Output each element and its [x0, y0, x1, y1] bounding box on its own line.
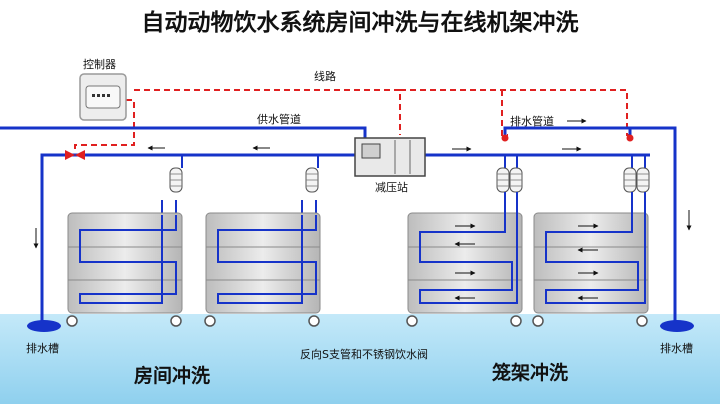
drain-pipe-label: 排水管道: [510, 114, 554, 128]
rack-flush-label: 笼架冲洗: [491, 361, 568, 384]
room-rack-1: [66, 212, 183, 327]
coil-hose-lines: [170, 173, 649, 187]
rack-drain-valve-2: [626, 134, 634, 142]
room-flush-label: 房间冲洗: [134, 364, 210, 387]
controller-label: 控制器: [83, 57, 116, 71]
page-title: 自动动物饮水系统房间冲洗与在线机架冲洗: [142, 9, 579, 36]
drain-trough-right-label: 排水槽: [660, 341, 693, 355]
controller: [79, 73, 127, 121]
floor-area: [0, 314, 720, 404]
online-rack-1: [406, 192, 523, 327]
room-rack-2: [204, 212, 321, 327]
valve-note-label: 反向S支管和不锈钢饮水阀: [300, 347, 428, 361]
drain-trough-left-label: 排水槽: [26, 341, 59, 355]
wiring-label: 线路: [314, 69, 336, 83]
rack-drain-valve-1: [501, 134, 509, 142]
pressure-station-label: 减压站: [375, 180, 408, 194]
rack-flow-arrows: [454, 223, 599, 301]
pressure-station: [354, 137, 426, 177]
flow-arrows: [33, 118, 692, 249]
left-flush-valve: [65, 150, 85, 160]
drain-trough-left-icon: [27, 320, 61, 332]
online-rack-2: [532, 192, 649, 327]
supply-pipe-label: 供水管道: [257, 112, 301, 126]
drain-trough-right-icon: [660, 320, 694, 332]
